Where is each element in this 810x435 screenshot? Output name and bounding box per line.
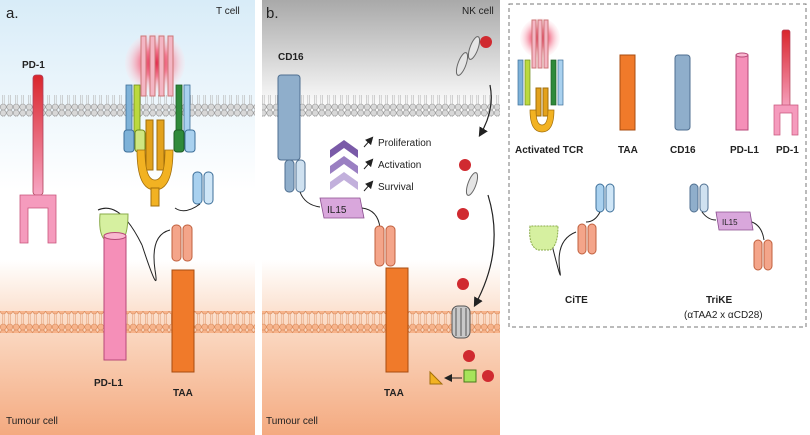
effect-chevrons [330, 140, 358, 190]
legend-pd1-icon [773, 29, 799, 136]
taa-antigen [171, 269, 195, 373]
pdl1-ligand [103, 232, 127, 361]
legend-taa-icon [619, 54, 636, 131]
panel-a-label: a. [6, 5, 19, 22]
legend-tcr-icon [517, 18, 564, 133]
effect-list: Proliferation Activation Survival [363, 136, 431, 193]
legend-cite-icon [529, 183, 615, 276]
legend-label-cite: CiTE [565, 295, 588, 306]
effect-activation: Activation [378, 160, 421, 171]
pd1-receptor [19, 74, 57, 244]
legend-cd16-icon [674, 54, 691, 131]
legend-label-trike: TriKE [706, 295, 732, 306]
granzyme-granules [455, 36, 495, 382]
trike-molecule [284, 159, 396, 267]
pdl1-label: PD-L1 [94, 378, 123, 389]
pd1-label: PD-1 [22, 60, 45, 71]
panel-a: a. T cell Tumour cell PD-1 [0, 0, 255, 435]
tumour-cell-label-b: Tumour cell [266, 416, 318, 427]
il15-label: IL15 [327, 205, 347, 216]
apoptosis-markers [429, 369, 477, 385]
legend-label-pd1: PD-1 [776, 145, 799, 156]
taa-label: TAA [173, 388, 193, 399]
cd16-receptor [277, 74, 301, 161]
panel-b: b. NK cell Tumour cell CD16 IL15 TAA P [262, 0, 500, 435]
tumour-cell-region [0, 260, 255, 435]
effect-survival: Survival [378, 182, 414, 193]
nk-cell-label: NK cell [462, 6, 494, 17]
tcr-complex [123, 33, 196, 207]
taa-label-b: TAA [384, 388, 404, 399]
tumour-cell-label: Tumour cell [6, 416, 58, 427]
nk-cell-region [262, 0, 500, 110]
tumour-membrane [0, 311, 255, 333]
tumour-membrane-b [262, 311, 500, 333]
effect-proliferation: Proliferation [378, 138, 431, 149]
legend-pdl1-icon [735, 52, 749, 131]
taa-antigen-b [385, 267, 409, 373]
perforin-pore [451, 305, 471, 339]
legend-label-tcr: Activated TCR [515, 145, 584, 156]
legend-label-cd16: CD16 [670, 145, 696, 156]
legend-il15-label: IL15 [722, 218, 738, 227]
legend-label-trike-sub: (αTAA2 x αCD28) [684, 310, 763, 321]
legend-trike-icon [689, 183, 773, 271]
nk-membrane [262, 95, 500, 117]
panel-b-label: b. [266, 5, 279, 22]
legend-panel: Activated TCR TAA CD16 PD-L1 PD-1 CiTE [508, 3, 807, 328]
cd16-label: CD16 [278, 52, 304, 63]
t-cell-label: T cell [216, 6, 240, 17]
legend-label-taa: TAA [618, 145, 638, 156]
legend-label-pdl1: PD-L1 [730, 145, 759, 156]
